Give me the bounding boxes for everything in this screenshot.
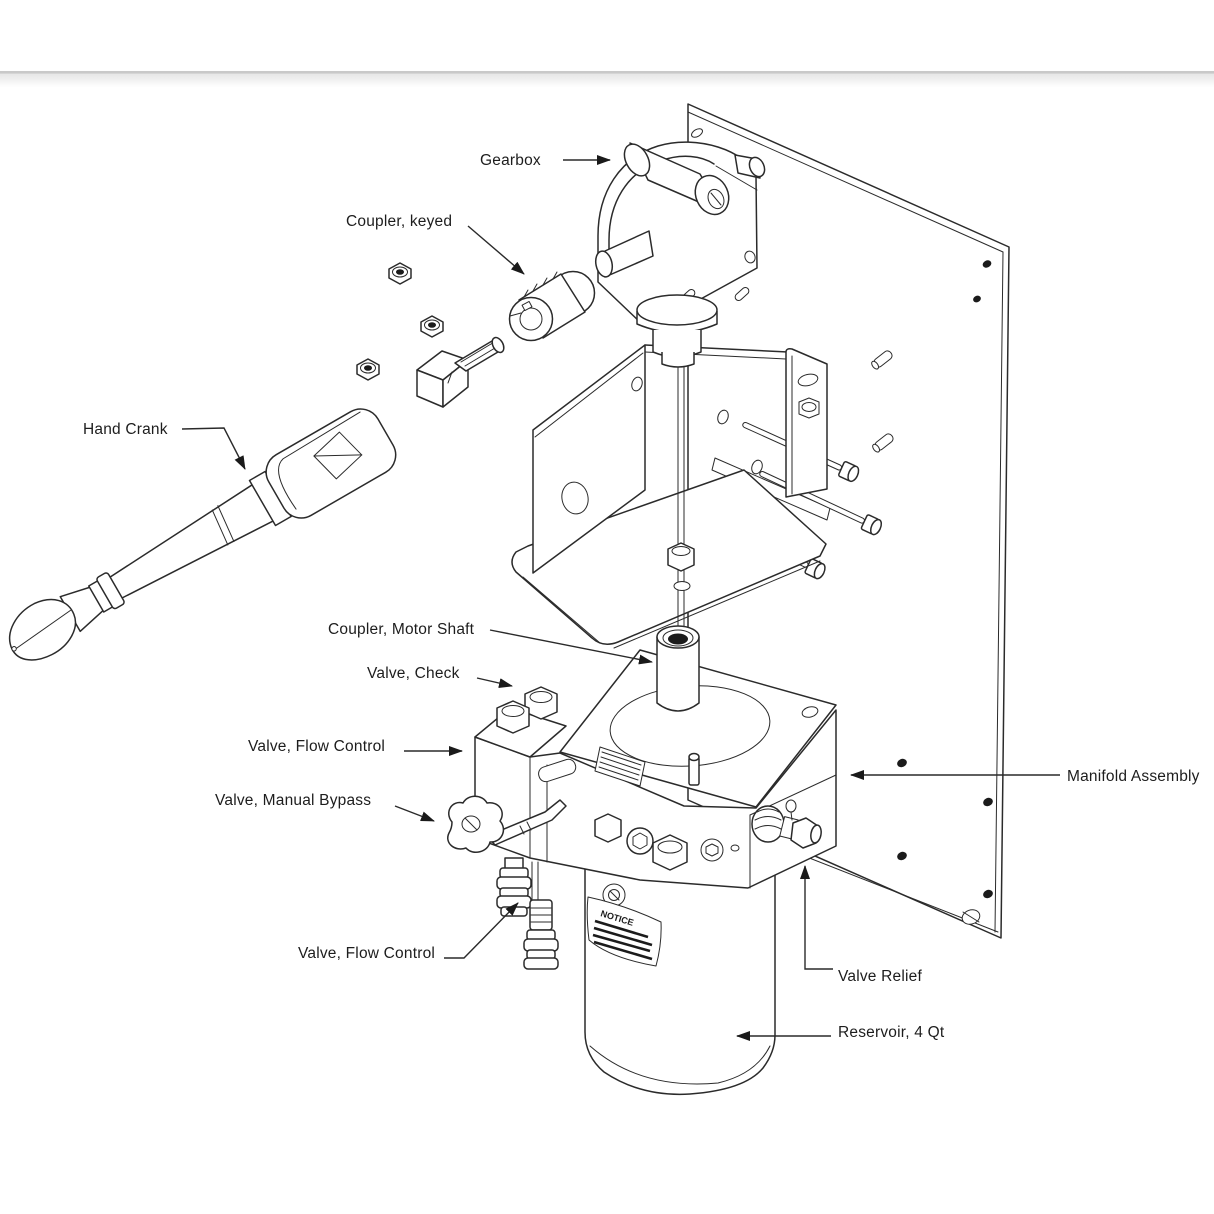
label-reservoir: Reservoir, 4 Qt [838,1024,945,1041]
spacer-pin [872,433,894,453]
label-manifold-assembly: Manifold Assembly [1067,768,1200,785]
label-coupler-keyed: Coupler, keyed [346,213,452,230]
label-valve-check: Valve, Check [367,665,460,682]
hex-nut [356,358,380,381]
motor-bracket-drawing [511,344,828,649]
coupler-stack [523,929,559,970]
panel-screw [961,909,981,925]
square-drive-hole [313,431,363,480]
shaft-adapter-drawing [416,336,505,408]
bypass-valve [447,795,567,853]
leader-valve-relief [800,865,833,970]
leader-valve-manual-bypass [394,805,435,822]
lock-nut [667,542,695,572]
manifold-assembly-drawing [447,649,837,889]
label-valve-flow-control-upper: Valve, Flow Control [248,738,385,755]
tab-nut [798,397,820,419]
label-valve-manual-bypass: Valve, Manual Bypass [215,792,371,809]
check-valve-plug [524,686,558,720]
gearbox-output-shaft [594,230,654,278]
leader-lines [181,155,1060,1041]
front-fittings [594,813,740,871]
motor-shaft-coupler-drawing [656,625,700,712]
leader-valve-flow-control-lower [444,902,519,959]
part-labels: Gearbox Coupler, keyed Hand Crank Couple… [83,152,1200,1041]
gearbox-boss [623,142,730,216]
label-valve-flow-control-lower: Valve, Flow Control [298,945,435,962]
leader-hand-crank [181,427,246,470]
hex-nuts [356,262,444,381]
threaded-fitting [529,899,553,931]
quick-couplers-drawing [496,857,559,970]
gearbox-stub [734,154,766,179]
plate-pin [688,752,700,786]
keyed-coupler-drawing [508,270,596,342]
reservoir-drawing: NOTICE [584,844,776,1096]
leader-coupler-keyed [467,225,525,275]
gearbox-pin [734,286,750,302]
notice-sticker: NOTICE [586,896,662,967]
check-valve-plug [496,700,530,734]
spacer-pin [871,350,893,370]
hex-nut [388,262,412,285]
label-coupler-motor-shaft: Coupler, Motor Shaft [328,621,475,638]
top-divider [0,71,1214,88]
label-valve-relief: Valve Relief [838,968,922,985]
hand-crank-drawing [9,408,397,661]
coupler-stack [496,867,532,917]
serrated-patch [594,746,646,787]
leader-valve-check [476,677,513,688]
label-hand-crank: Hand Crank [83,421,168,438]
gearbox-drawing [594,141,766,368]
hex-nut [420,315,444,338]
leader-coupler-motor-shaft [489,629,653,665]
relief-valve [751,799,822,849]
label-gearbox: Gearbox [480,152,541,169]
